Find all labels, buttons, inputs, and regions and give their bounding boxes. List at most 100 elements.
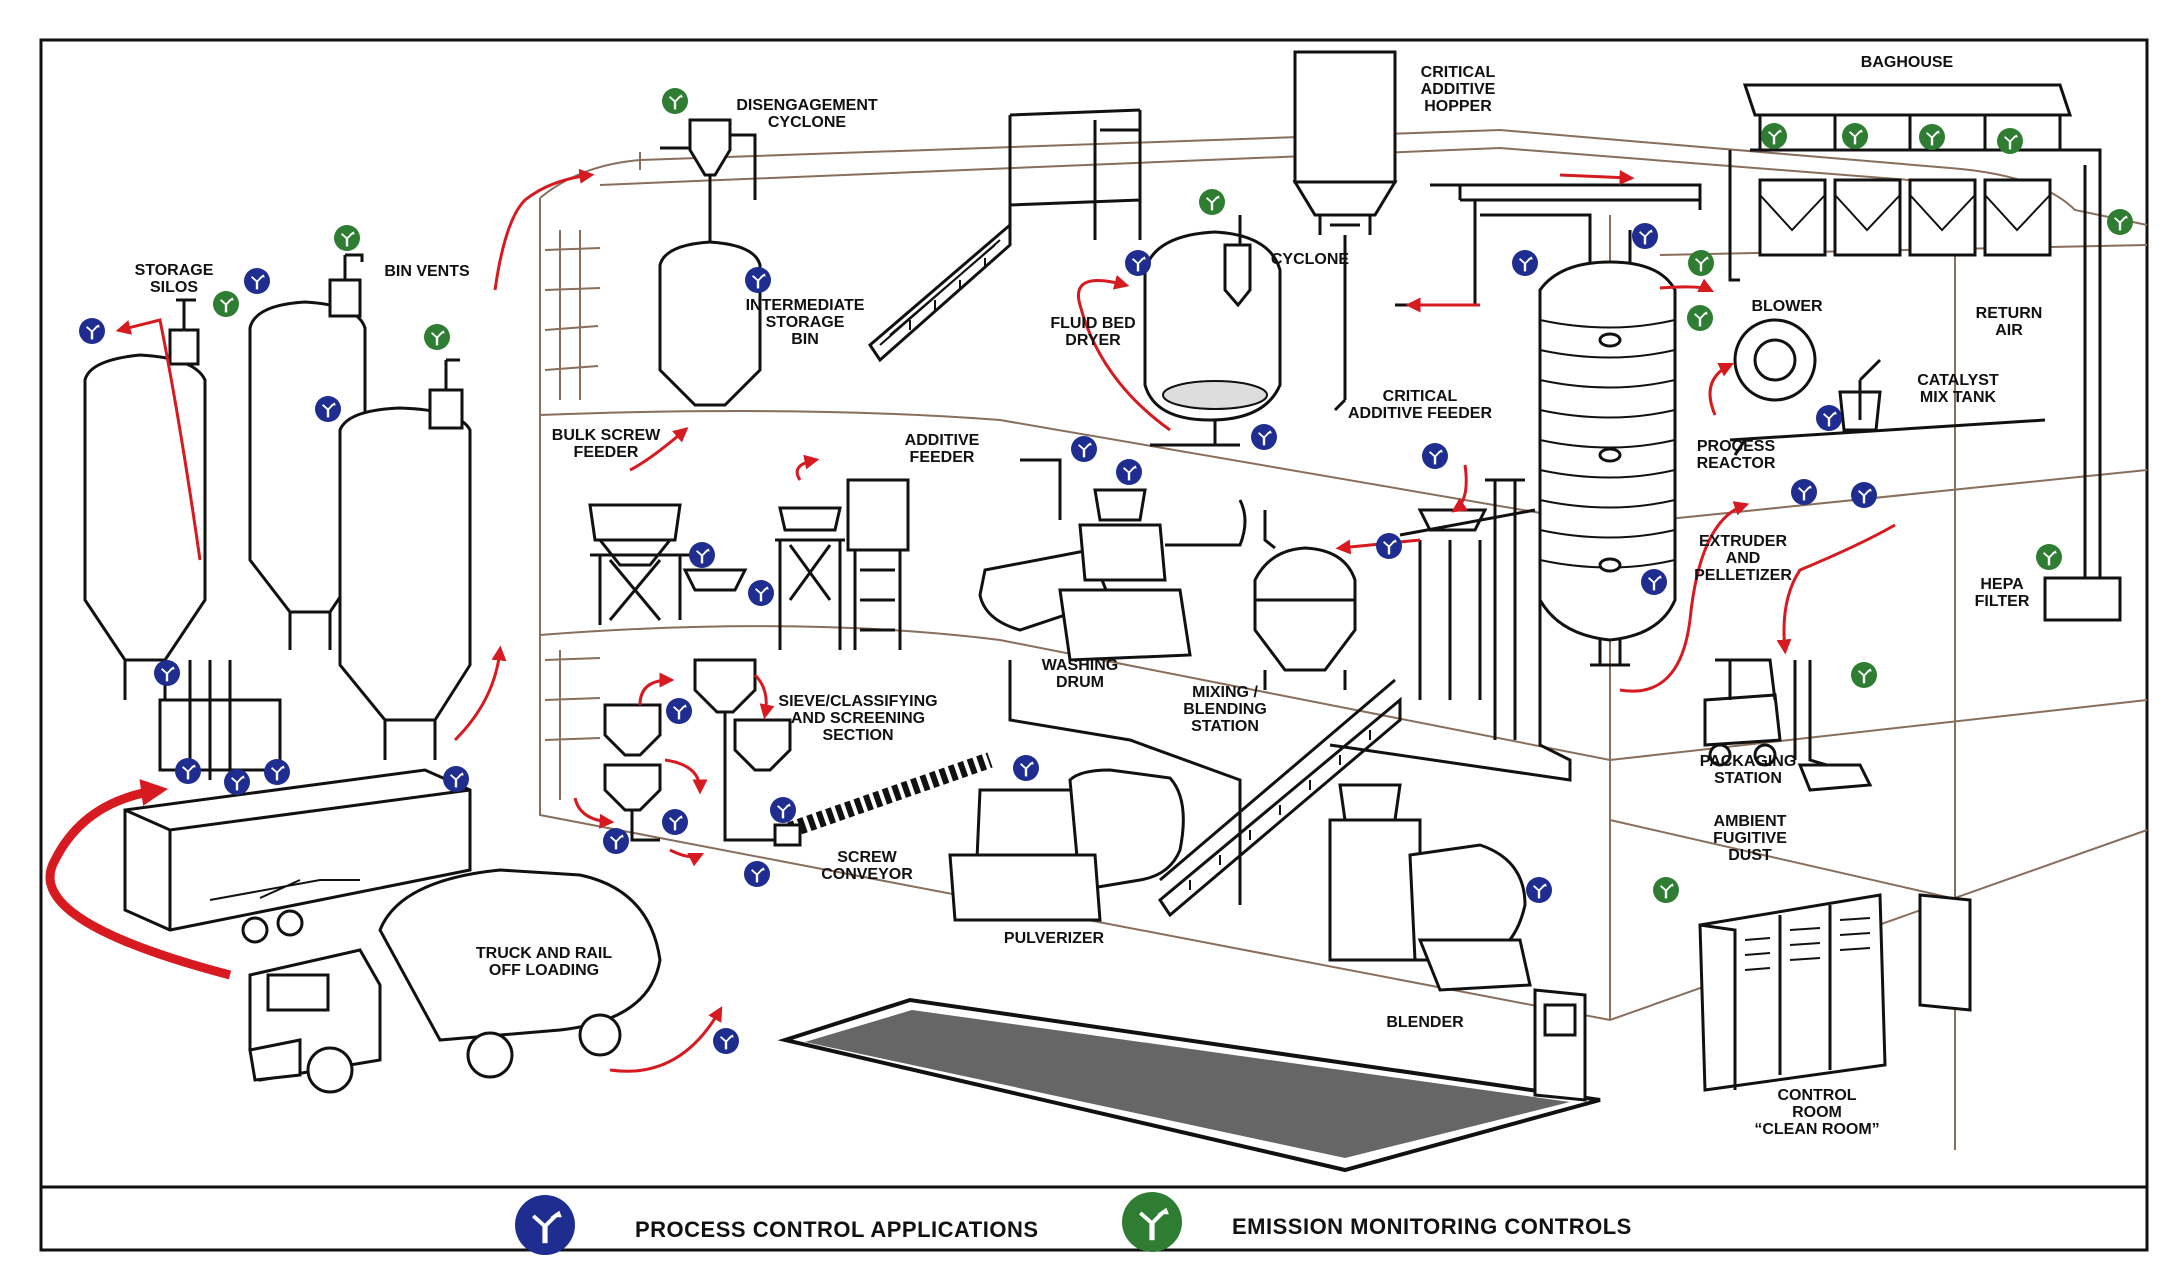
process-control-badge [748, 580, 774, 606]
emission-monitoring-badge [1842, 123, 1868, 149]
additive-feeder [775, 478, 910, 650]
label-cyclone: CYCLONE [1271, 251, 1350, 268]
process-control-badge [443, 766, 469, 792]
process-control-badge [1791, 479, 1817, 505]
critical-additive-feeder [1329, 478, 1572, 782]
process-control-badge [175, 758, 201, 784]
emission-monitoring-badge [2036, 544, 2062, 570]
cyclone-and-bin [658, 118, 762, 407]
process-control-badge [1376, 533, 1402, 559]
storage-silos [83, 253, 472, 780]
emission-monitoring-badge [1997, 128, 2023, 154]
process-control-badge [603, 828, 629, 854]
process-control-badge [745, 267, 771, 293]
process-control-badges [79, 223, 1877, 1054]
hepa-filter [2043, 576, 2122, 622]
process-control-badge [154, 660, 180, 686]
mixing-blending-station [1253, 510, 1357, 690]
upper-pipes [1395, 148, 2102, 580]
process-control-badge [666, 698, 692, 724]
process-control-badge [315, 396, 341, 422]
process-control-badge [689, 542, 715, 568]
legend-process-icon [515, 1195, 575, 1255]
fluid-bed-dryer [1143, 215, 1282, 447]
process-control-badge [1851, 482, 1877, 508]
emission-monitoring-badge [424, 324, 450, 350]
emission-monitoring-badge [1851, 662, 1877, 688]
bulk-screw-feeder [588, 503, 748, 625]
emission-monitoring-badge [1199, 189, 1225, 215]
process-control-badge [1013, 755, 1039, 781]
rail-car [123, 768, 472, 944]
outer-frame [39, 38, 2149, 1252]
process-control-badge [744, 861, 770, 887]
flow-arrows [45, 168, 1896, 1073]
emission-monitoring-badge [334, 225, 360, 251]
emission-monitoring-badge [1761, 123, 1787, 149]
process-control-badge [1125, 250, 1151, 276]
emission-monitoring-badge [1919, 124, 1945, 150]
process-control-badge [1116, 459, 1142, 485]
process-control-badge [1641, 569, 1667, 595]
control-room-cabinet [1698, 893, 1887, 1092]
process-control-badge [662, 809, 688, 835]
emission-monitoring-badges [213, 88, 2133, 903]
process-control-badge [1632, 223, 1658, 249]
label-bin-vents: BIN VENTS [384, 263, 470, 280]
washing-drum [978, 458, 1247, 905]
legend-process-label: PROCESS CONTROL APPLICATIONS [635, 1217, 1039, 1242]
process-control-badge [770, 797, 796, 823]
emission-monitoring-badge [1688, 250, 1714, 276]
process-control-badge [1526, 877, 1552, 903]
critical-additive-hopper [1292, 50, 1398, 412]
process-control-badge [79, 318, 105, 344]
baghouse [1742, 83, 2073, 257]
emission-monitoring-badge [662, 88, 688, 114]
pulverizer [948, 768, 1185, 922]
process-control-badge [1071, 436, 1097, 462]
legend: PROCESS CONTROL APPLICATIONS EMISSION MO… [515, 1192, 1632, 1255]
legend-emission-label: EMISSION MONITORING CONTROLS [1232, 1214, 1632, 1239]
blower [1729, 318, 2046, 456]
legend-emission-icon [1122, 1192, 1182, 1252]
process-control-badge [264, 759, 290, 785]
stair-upper [868, 108, 1142, 363]
label-blender: BLENDER [1386, 1014, 1464, 1031]
catalyst-mix-tank [1838, 358, 1882, 432]
emission-monitoring-badge [1653, 877, 1679, 903]
conveyor-pit [777, 997, 1601, 1173]
emission-monitoring-badge [2107, 209, 2133, 235]
emission-monitoring-badge [213, 291, 239, 317]
label-blower: BLOWER [1751, 298, 1823, 315]
process-control-badge [244, 268, 270, 294]
process-control-badge [1422, 443, 1448, 469]
stair-lower [1158, 678, 1402, 918]
blender [1328, 783, 1532, 992]
emission-monitoring-badge [1687, 305, 1713, 331]
process-control-badge [1512, 250, 1538, 276]
label-pulverizer: PULVERIZER [1004, 930, 1105, 947]
sieve-section [603, 658, 792, 842]
